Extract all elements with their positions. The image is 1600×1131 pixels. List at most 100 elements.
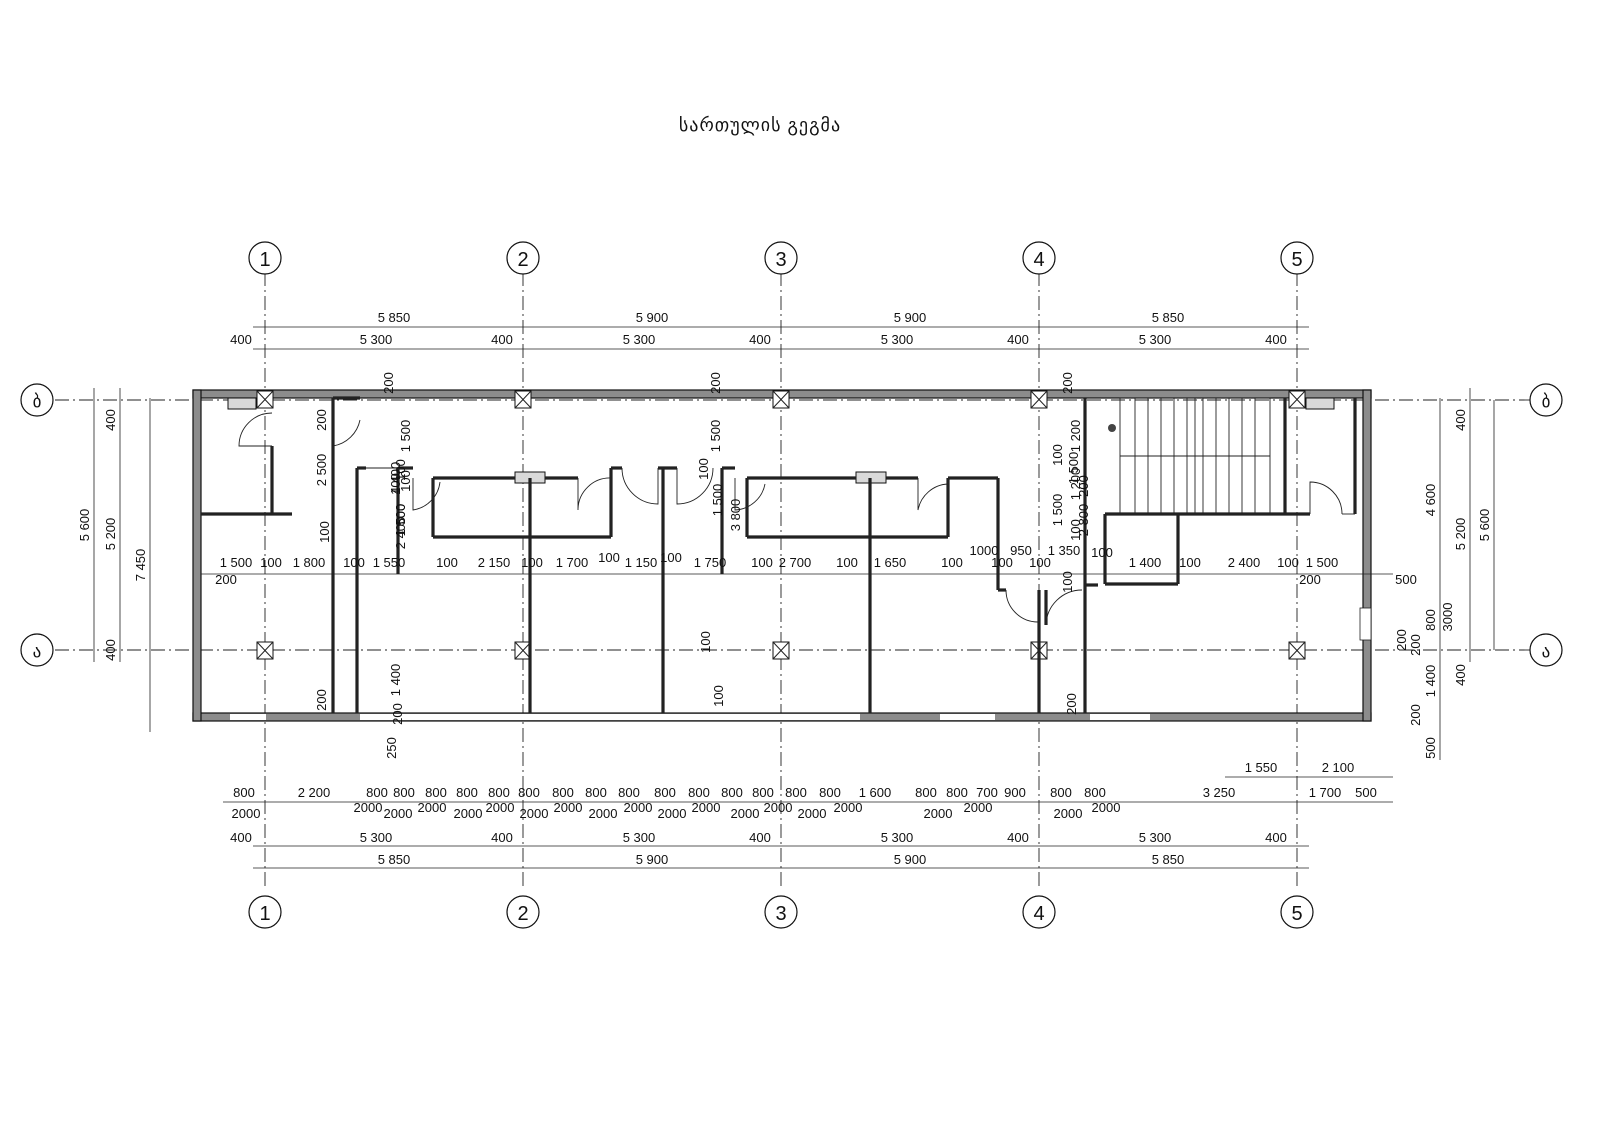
vdim-7: 1 200 xyxy=(1068,468,1083,501)
staircase xyxy=(1108,397,1271,515)
axis-label-4-top: 4 xyxy=(1033,249,1044,271)
dim-right-extra-6: 200 xyxy=(1408,704,1423,726)
dim-bottom-inner-1: 400 xyxy=(230,830,252,845)
vdim-8: 2 500 xyxy=(314,454,329,487)
dim-bottom-inner-5: 400 xyxy=(749,830,771,845)
opening-top-4: 800 xyxy=(393,785,415,800)
dim-left-chain-2: 5 200 xyxy=(103,518,118,551)
mid-dim-20: 100 xyxy=(991,555,1013,570)
axis-bubbles-rows: ბ ბ ა ა xyxy=(20,383,1563,667)
mid-dim-9: 1 700 xyxy=(556,555,589,570)
mid-dim-2: 100 xyxy=(260,555,282,570)
mid-dim-16: 100 xyxy=(836,555,858,570)
mid-dim-32: 500 xyxy=(1395,572,1417,587)
horizontal-axes xyxy=(55,399,1530,651)
mid-dim-5: 1 550 xyxy=(373,555,406,570)
dim-bottom-inner-3: 400 xyxy=(491,830,513,845)
dim-top-outer-4: 5 850 xyxy=(1152,310,1185,325)
opening-top-20: 800 xyxy=(946,785,968,800)
opening-top-10: 800 xyxy=(585,785,607,800)
opening-bottom-16: 2000 xyxy=(834,800,863,815)
mid-dim-31: 200 xyxy=(215,572,237,587)
vdim-20: 100 xyxy=(398,470,413,492)
opening-bottom-14: 2000 xyxy=(764,800,793,815)
mid-dim-19: 1000 xyxy=(970,543,999,558)
opening-bottom-6: 2000 xyxy=(486,800,515,815)
axis-label-a-left: ა xyxy=(33,642,42,661)
vdim-33: 100 xyxy=(698,631,713,653)
vdim-3: 200 xyxy=(708,372,723,394)
vdim-17: 1 500 xyxy=(710,484,725,517)
opening-top-21: 700 xyxy=(976,785,998,800)
dim-bottom-outer-4: 5 850 xyxy=(1152,852,1185,867)
dim-bottom-outer-3: 5 900 xyxy=(894,852,927,867)
dim-right-extra-2: 3000 xyxy=(1440,603,1455,632)
mid-dim-27: 2 400 xyxy=(1228,555,1261,570)
opening-top-13: 800 xyxy=(688,785,710,800)
axis-label-b-left: ბ xyxy=(33,392,42,411)
opening-top-23: 800 xyxy=(1050,785,1072,800)
mid-dim-7: 2 150 xyxy=(478,555,511,570)
vdim-15: 100 xyxy=(1060,571,1075,593)
vdim-13: 100 xyxy=(1068,519,1083,541)
dim-top-inner-3: 400 xyxy=(491,332,513,347)
vdim-27: 200 xyxy=(1076,475,1091,497)
vdim-2: 1 500 xyxy=(398,420,413,453)
vdim-25: 3 800 xyxy=(728,499,743,532)
mid-dim-10: 100 xyxy=(598,550,620,565)
vdim-9: 200 xyxy=(314,409,329,431)
opening-bottom-20: 2000 xyxy=(1092,800,1121,815)
vdim-18: 100 xyxy=(393,459,408,481)
opening-top-11: 800 xyxy=(618,785,640,800)
vdim-1: 200 xyxy=(381,372,396,394)
vdim-35: 200 xyxy=(1394,629,1409,651)
vdim-16: 100 xyxy=(696,458,711,480)
dim-bottom-outer: 5 850 5 900 5 900 5 850 xyxy=(378,852,1185,867)
vdim-24: 4 400 xyxy=(388,462,403,495)
dim-right-chain-1: 400 xyxy=(1453,409,1468,431)
opening-bottom-15: 2000 xyxy=(798,806,827,821)
opening-bottom-3: 2000 xyxy=(384,806,413,821)
dim-right-extra-5: 1 400 xyxy=(1423,665,1438,698)
dim-right-extra-7: 500 xyxy=(1423,737,1438,759)
mid-dim-1: 1 500 xyxy=(220,555,253,570)
dim-bottom-right-extra: 1 550 2 100 xyxy=(1245,760,1355,775)
mid-dim-26: 100 xyxy=(1179,555,1201,570)
opening-top-24: 800 xyxy=(1084,785,1106,800)
opening-bottom-4: 2000 xyxy=(418,800,447,815)
doors xyxy=(238,412,1355,626)
dim-top-outer-1: 5 850 xyxy=(378,310,411,325)
opening-bottom-19: 2000 xyxy=(1054,806,1083,821)
dim-bottom-inner-4: 5 300 xyxy=(623,830,656,845)
opening-bottom-12: 2000 xyxy=(692,800,721,815)
dim-top-inner-9: 400 xyxy=(1265,332,1287,347)
opening-top-5: 800 xyxy=(425,785,447,800)
mid-dim-17: 1 650 xyxy=(874,555,907,570)
mid-dim-21: 950 xyxy=(1010,543,1032,558)
dim-top-inner-1: 400 xyxy=(230,332,252,347)
dim-top-outer-3: 5 900 xyxy=(894,310,927,325)
opening-top-26: 1 700 xyxy=(1309,785,1342,800)
vdim-28: 200 xyxy=(314,689,329,711)
axis-label-3-bottom: 3 xyxy=(775,903,786,925)
axis-label-1-bottom: 1 xyxy=(259,903,270,925)
opening-bottom-1: 2000 xyxy=(232,806,261,821)
dim-bottom-outer-2: 5 900 xyxy=(636,852,669,867)
mid-dim-3: 1 800 xyxy=(293,555,326,570)
vdim-4: 1 500 xyxy=(708,420,723,453)
dim-top-inner: 400 5 300 400 5 300 400 5 300 400 5 300 … xyxy=(230,332,1287,347)
mid-dim-14: 100 xyxy=(751,555,773,570)
mid-dim-6: 100 xyxy=(436,555,458,570)
opening-bottom-8: 2000 xyxy=(554,800,583,815)
dimension-lines xyxy=(93,326,1495,869)
dim-top-inner-6: 5 300 xyxy=(881,332,914,347)
opening-top-16: 800 xyxy=(785,785,807,800)
dim-right-chain-2: 5 200 xyxy=(1453,518,1468,551)
dim-bottom-inner-6: 5 300 xyxy=(881,830,914,845)
vertical-axes xyxy=(264,272,1298,890)
opening-top-17: 800 xyxy=(819,785,841,800)
mid-dim-24: 100 xyxy=(1091,545,1113,560)
